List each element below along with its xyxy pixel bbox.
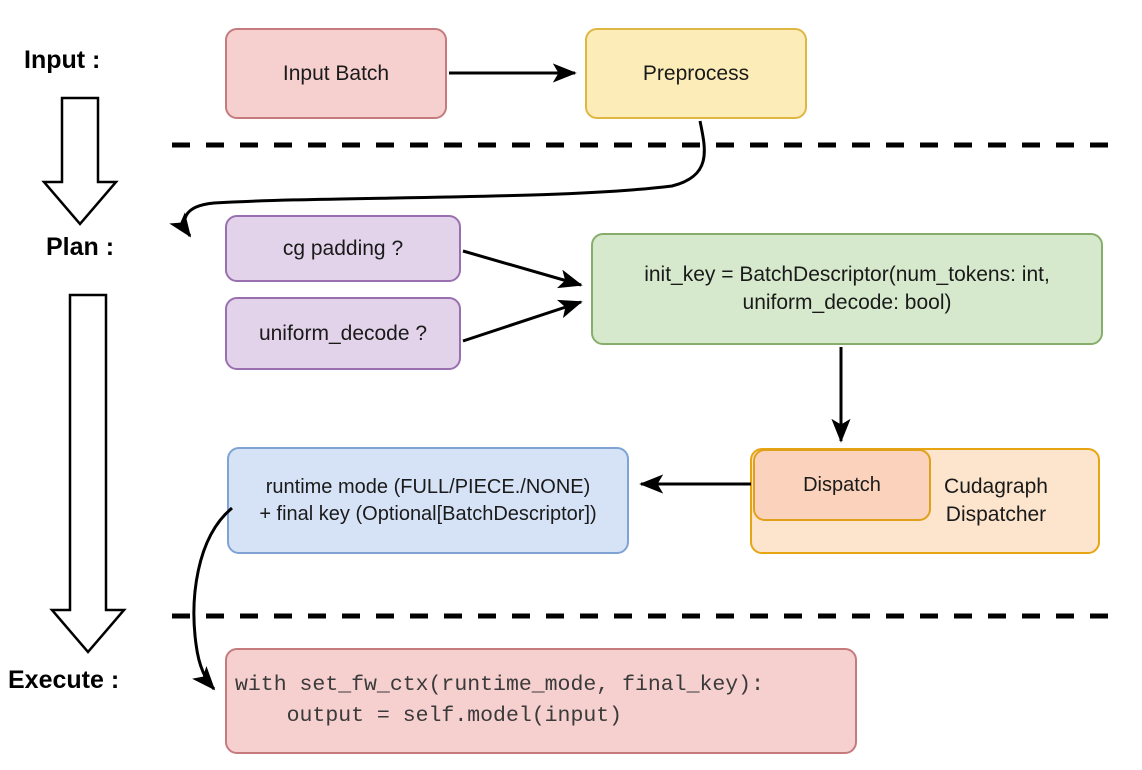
node-input-batch[interactable]: Input Batch	[225, 28, 447, 119]
node-dispatch[interactable]: Dispatch	[753, 449, 931, 521]
node-cudagraph-dispatcher-line1: Cudagraph	[944, 475, 1048, 499]
node-runtime-mode-line2: + final key (Optional[BatchDescriptor])	[259, 502, 597, 525]
node-uniform-decode[interactable]: uniform_decode ?	[225, 297, 461, 370]
node-execute-code-line2: output = self.model(input)	[235, 704, 623, 728]
block-arrow-plan-to-execute	[49, 293, 127, 654]
block-arrow-input-to-plan	[41, 96, 119, 226]
node-preprocess[interactable]: Preprocess	[585, 28, 807, 119]
node-cudagraph-dispatcher-line2: Dispatcher	[945, 503, 1047, 526]
stage-label-input: Input :	[24, 46, 101, 74]
node-input-batch-label: Input Batch	[282, 61, 390, 85]
node-preprocess-label: Preprocess	[642, 61, 750, 85]
node-init-key-line1: init_key = BatchDescriptor(num_tokens: i…	[644, 263, 1050, 287]
node-dispatch-label: Dispatch	[803, 473, 881, 496]
node-cg-padding[interactable]: cg padding ?	[225, 215, 461, 282]
edge-cg-padding-to-init-key	[462, 249, 583, 289]
node-init-key-line2: uniform_decode: bool)	[742, 291, 952, 314]
edge-uniform-decode-to-init-key	[462, 299, 583, 343]
node-cg-padding-label: cg padding ?	[282, 236, 404, 260]
node-uniform-decode-label: uniform_decode ?	[258, 321, 428, 345]
node-execute-code[interactable]: with set_fw_ctx(runtime_mode, final_key)…	[225, 648, 857, 754]
stage-label-execute: Execute :	[8, 666, 120, 694]
node-runtime-mode-line1: runtime mode (FULL/PIECE./NONE)	[265, 476, 591, 499]
stage-label-plan: Plan :	[46, 233, 115, 261]
node-init-key[interactable]: init_key = BatchDescriptor(num_tokens: i…	[591, 233, 1103, 345]
node-runtime-mode[interactable]: runtime mode (FULL/PIECE./NONE) + final …	[227, 447, 629, 554]
node-execute-code-line1: with set_fw_ctx(runtime_mode, final_key)…	[235, 672, 764, 697]
